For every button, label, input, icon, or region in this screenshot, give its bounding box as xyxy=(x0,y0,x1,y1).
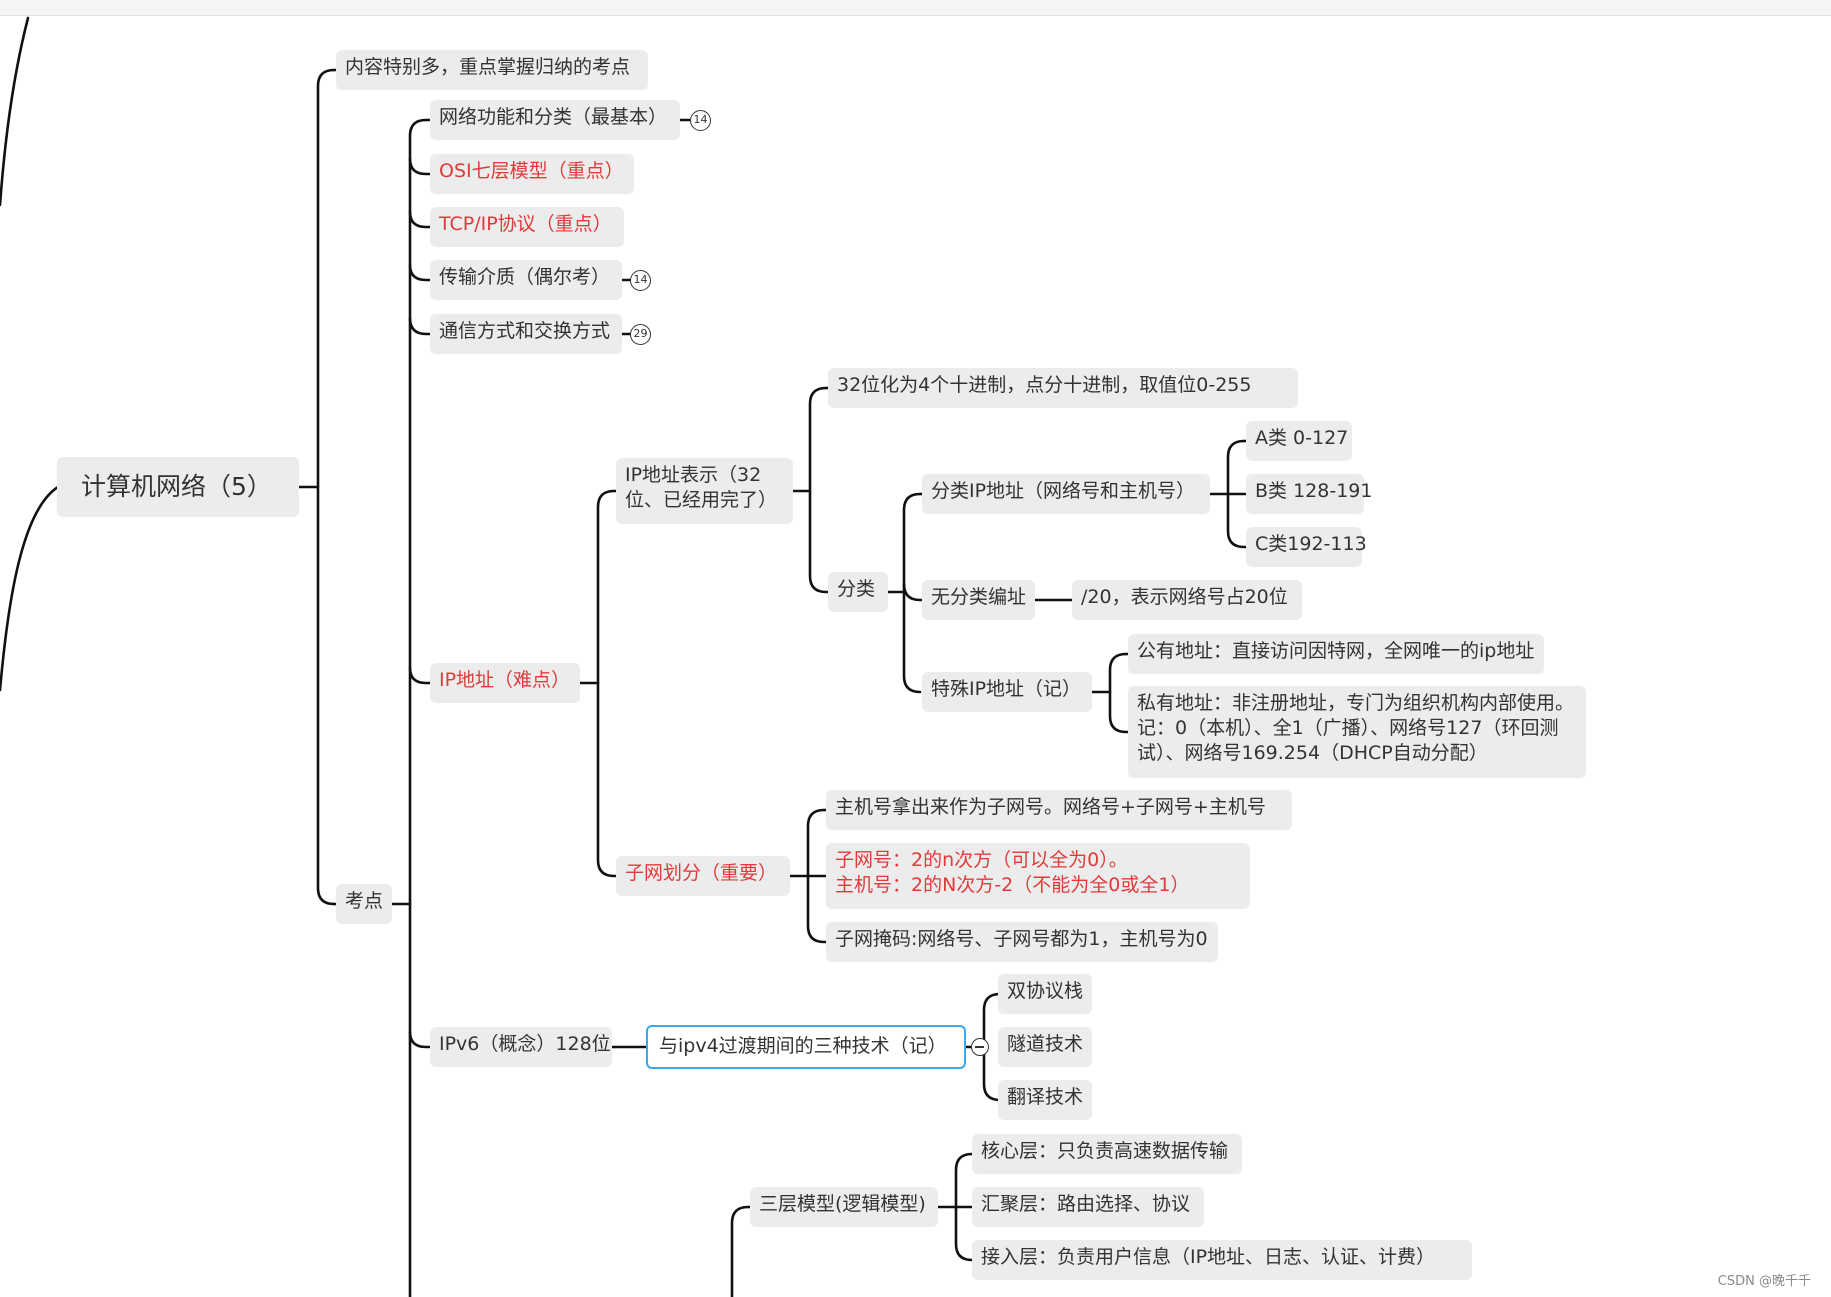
intro-node[interactable]: 内容特别多，重点掌握归纳的考点 xyxy=(336,50,648,90)
subnet-count-node[interactable]: 子网号：2的n次方（可以全为0）。 主机号：2的N次方-2（不能为全0或全1） xyxy=(826,843,1250,909)
tcpip-node[interactable]: TCP/IP协议（重点） xyxy=(430,207,624,247)
root-node[interactable]: 计算机网络（5） xyxy=(57,457,299,517)
three-layer-node[interactable]: 三层模型(逻辑模型) xyxy=(750,1187,938,1227)
distribution-layer-node[interactable]: 汇聚层：路由选择、协议 xyxy=(972,1187,1204,1227)
ip-repr-node[interactable]: IP地址表示（32位、已经用完了） xyxy=(616,458,793,524)
public-address-node[interactable]: 公有地址：直接访问因特网，全网唯一的ip地址 xyxy=(1128,634,1544,674)
ip-decimal-node[interactable]: 32位化为4个十进制，点分十进制，取值位0-255 xyxy=(828,368,1298,408)
subnet-count-line2: 主机号：2的N次方-2（不能为全0或全1） xyxy=(835,874,1190,896)
ipv6-transition-node[interactable]: 与ipv4过渡期间的三种技术（记） xyxy=(646,1025,966,1069)
subnet-mask-node[interactable]: 子网掩码:网络号、子网号都为1，主机号为0 xyxy=(826,922,1218,962)
class-b-node[interactable]: B类 128-191 xyxy=(1246,474,1372,514)
subnet-host-bits-node[interactable]: 主机号拿出来作为子网号。网络号+子网号+主机号 xyxy=(826,790,1292,830)
access-layer-node[interactable]: 接入层：负责用户信息（IP地址、日志、认证、计费） xyxy=(972,1240,1472,1280)
csdn-watermark: CSDN @晚千千 xyxy=(1717,1274,1811,1289)
class-c-node[interactable]: C类192-113 xyxy=(1246,527,1367,567)
comm-count-badge[interactable]: 29 xyxy=(630,324,651,345)
special-ip-node[interactable]: 特殊IP地址（记） xyxy=(922,672,1092,712)
collapse-toggle-icon[interactable] xyxy=(971,1038,989,1056)
subnet-count-line1: 子网号：2的n次方（可以全为0）。 xyxy=(835,849,1128,871)
classless-node[interactable]: 无分类编址 xyxy=(922,580,1035,620)
comm-node[interactable]: 通信方式和交换方式 xyxy=(430,314,622,354)
class-a-node[interactable]: A类 0-127 xyxy=(1246,421,1352,461)
media-count-badge[interactable]: 14 xyxy=(630,270,651,291)
classful-node[interactable]: 分类IP地址（网络号和主机号） xyxy=(922,474,1210,514)
top-toolbar-strip xyxy=(0,0,1831,16)
subnet-node[interactable]: 子网划分（重要） xyxy=(616,856,790,896)
classless-detail-node[interactable]: /20，表示网络号占20位 xyxy=(1072,580,1302,620)
translate-node[interactable]: 翻译技术 xyxy=(998,1080,1092,1120)
tunnel-node[interactable]: 隧道技术 xyxy=(998,1027,1092,1067)
dual-stack-node[interactable]: 双协议栈 xyxy=(998,974,1092,1014)
network-function-count-badge[interactable]: 14 xyxy=(690,110,711,131)
fenlei-node[interactable]: 分类 xyxy=(828,572,888,612)
private-address-node[interactable]: 私有地址：非注册地址，专门为组织机构内部使用。记：0（本机）、全1（广播）、网络… xyxy=(1128,686,1586,778)
ipv6-node[interactable]: IPv6（概念）128位 xyxy=(430,1027,612,1067)
osi-node[interactable]: OSI七层模型（重点） xyxy=(430,154,634,194)
network-function-node[interactable]: 网络功能和分类（最基本） xyxy=(430,100,680,140)
core-layer-node[interactable]: 核心层：只负责高速数据传输 xyxy=(972,1134,1242,1174)
kaodian-node[interactable]: 考点 xyxy=(336,884,392,924)
media-node[interactable]: 传输介质（偶尔考） xyxy=(430,260,622,300)
ip-address-node[interactable]: IP地址（难点） xyxy=(430,663,580,703)
